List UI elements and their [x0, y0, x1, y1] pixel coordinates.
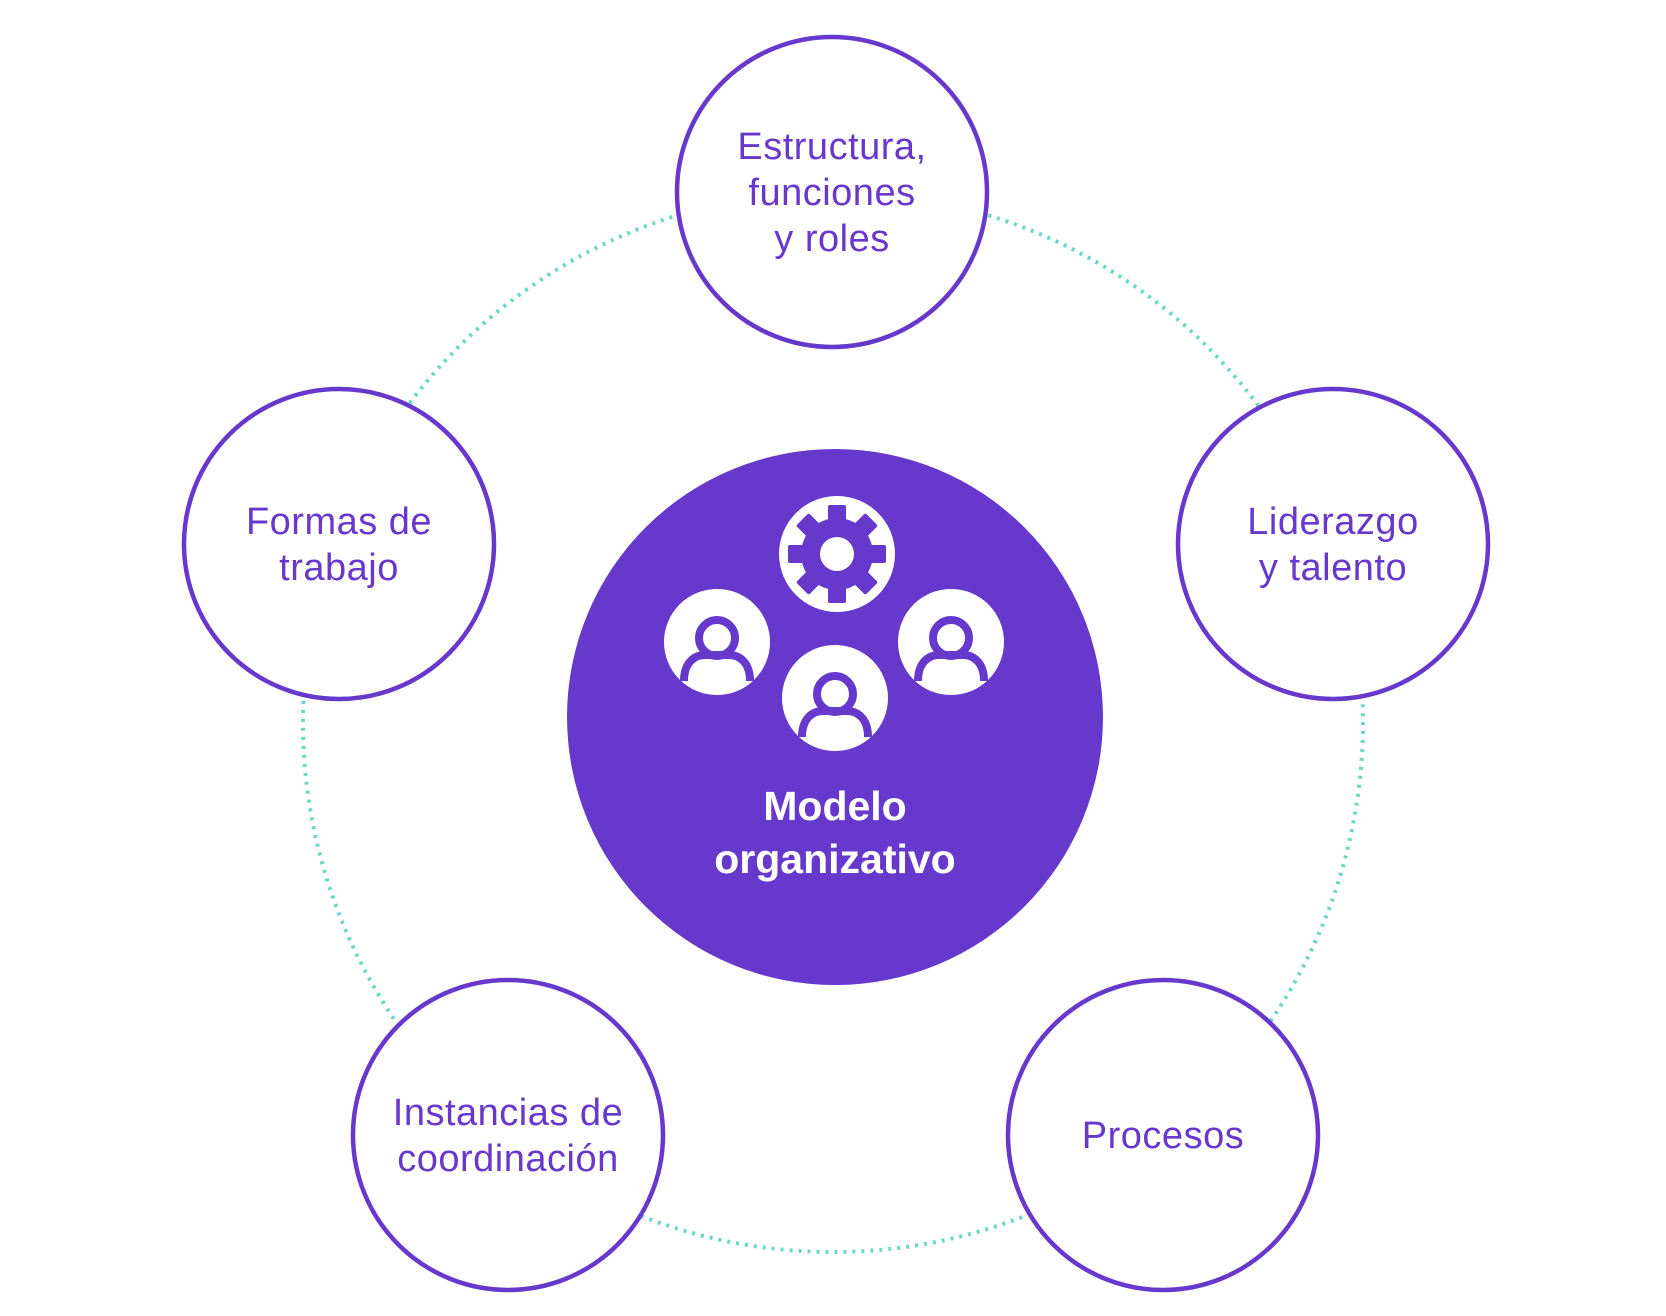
person-icon: [664, 589, 770, 695]
person-icon: [782, 645, 888, 751]
node-circle: [1005, 977, 1321, 1293]
center-hub: Modelo organizativo: [567, 449, 1103, 985]
gear-icon: [779, 496, 895, 612]
node-label-line: Liderazgo: [1247, 501, 1418, 543]
node-circle: [350, 977, 666, 1293]
node-circle: [674, 34, 990, 350]
node-circle: [181, 386, 497, 702]
node-label-line: funciones: [748, 172, 915, 214]
node-label-line: trabajo: [279, 547, 399, 589]
node-label-line: Estructura,: [737, 126, 926, 168]
node-label: Procesos: [1082, 1115, 1244, 1157]
center-title-line-2: organizativo: [714, 836, 955, 882]
node-label-line: Formas de: [246, 501, 432, 543]
node-circle: [1175, 386, 1491, 702]
node-label-line: y talento: [1259, 547, 1407, 589]
node-label-line: Instancias de: [393, 1092, 623, 1134]
connecting-dotted-ring: [301, 190, 1365, 1254]
node-label-line: Procesos: [1082, 1115, 1244, 1157]
person-icon: [898, 589, 1004, 695]
node-label-line: coordinación: [397, 1138, 618, 1180]
node-procesos: Procesos: [1005, 977, 1321, 1293]
center-title-line-1: Modelo: [763, 783, 906, 829]
node-label-line: y roles: [774, 218, 889, 260]
